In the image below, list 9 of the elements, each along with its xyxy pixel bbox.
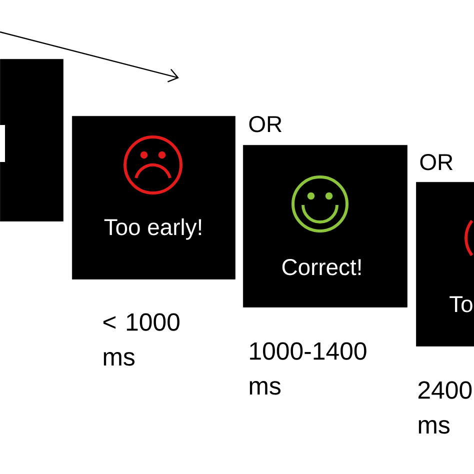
duration-label: 1000-1400 ms [250,342,366,395]
text-label: OR [420,154,453,170]
screen-box: To [416,182,474,346]
duration-label: < 1000 ms [103,313,180,366]
screen-box: Too early! [72,116,236,280]
screen-box: Correct! [243,145,408,308]
screen-box [0,59,64,222]
text-label: OR [249,116,282,132]
duration-label: 2400 ms [418,381,472,434]
